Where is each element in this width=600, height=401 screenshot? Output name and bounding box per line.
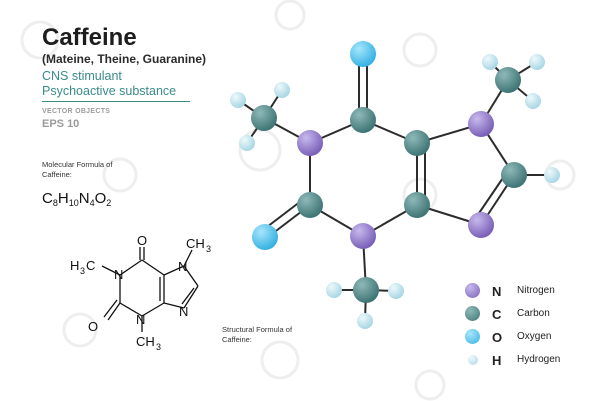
legend-name: Nitrogen xyxy=(517,285,555,296)
atom-hydrogen xyxy=(525,93,541,109)
legend-name: Hydrogen xyxy=(517,354,561,365)
nitrogen-swatch xyxy=(465,283,480,298)
legend-symbol: O xyxy=(492,330,503,345)
struct-h3c-h: H xyxy=(70,258,79,273)
atom-nitrogen xyxy=(297,130,323,156)
atom-carbon xyxy=(404,192,430,218)
oxygen-swatch xyxy=(465,329,480,344)
molecular-formula: C8H10N4O2 xyxy=(42,190,111,208)
formula-oxygen: O2 xyxy=(94,190,112,208)
structural-formula-caption: Structural Formula of Caffeine: xyxy=(222,325,292,345)
vector-objects-label: VECTOR OBJECTS xyxy=(42,108,111,115)
formula-symbol: O xyxy=(94,190,107,207)
formula-symbol: N xyxy=(78,190,90,207)
page-title: Caffeine xyxy=(42,24,137,51)
struct-ch3-top: CH xyxy=(186,236,205,251)
formula-symbol: C xyxy=(42,190,53,207)
formula-subscript: 10 xyxy=(68,198,79,208)
structural-atom-labels: O O N N N N H 3 C CH 3 CH 3 xyxy=(70,233,211,352)
struct-o-top: O xyxy=(137,233,147,248)
atom-hydrogen xyxy=(230,92,246,108)
watermark-shapes xyxy=(20,0,576,401)
formula-nitrogen: N4 xyxy=(78,190,95,208)
struct-n9: N xyxy=(179,304,188,319)
atom-hydrogen xyxy=(239,135,255,151)
atom-carbon xyxy=(501,162,527,188)
atom-hydrogen xyxy=(529,54,545,70)
atom-carbon xyxy=(350,107,376,133)
atom-carbon xyxy=(404,130,430,156)
structural-formula: O O N N N N H 3 C CH 3 CH 3 xyxy=(70,233,211,352)
category-line-2: Psychoactive substance xyxy=(42,84,177,98)
molecular-caption-line-2: Caffeine: xyxy=(42,170,72,179)
struct-h3c-c: C xyxy=(86,258,95,273)
carbon-swatch xyxy=(465,306,480,321)
formula-hydrogen: H10 xyxy=(57,190,79,208)
struct-o-left: O xyxy=(88,319,98,334)
structural-caption-line-2: Caffeine: xyxy=(222,335,252,344)
legend-item-oxygen: O Oxygen xyxy=(465,328,595,346)
formula-subscript: 8 xyxy=(52,198,58,208)
legend-item-nitrogen: N Nitrogen xyxy=(465,282,595,300)
header-divider xyxy=(42,101,190,102)
eps-label: EPS 10 xyxy=(42,118,80,130)
atom-oxygen xyxy=(350,41,376,67)
atom-nitrogen xyxy=(350,223,376,249)
legend-symbol: C xyxy=(492,307,502,322)
atom-nitrogen xyxy=(468,212,494,238)
legend-name: Carbon xyxy=(517,308,550,319)
hydrogen-swatch xyxy=(468,355,478,365)
atom-hydrogen xyxy=(326,282,342,298)
atom-hydrogen xyxy=(274,82,290,98)
formula-subscript: 4 xyxy=(89,198,95,208)
struct-h3c-sub: 3 xyxy=(80,266,85,276)
atom-hydrogen xyxy=(482,54,498,70)
model-atoms xyxy=(230,41,560,329)
atom-oxygen xyxy=(252,224,278,250)
legend-name: Oxygen xyxy=(517,331,552,342)
legend-symbol: H xyxy=(492,353,502,368)
legend-item-hydrogen: H Hydrogen xyxy=(465,351,595,369)
struct-ch3-top-sub: 3 xyxy=(206,244,211,254)
struct-n1: N xyxy=(114,267,123,282)
structural-caption-line-1: Structural Formula of xyxy=(222,325,293,334)
atom-carbon xyxy=(495,67,521,93)
struct-ch3-bottom: CH xyxy=(136,334,155,349)
molecular-formula-caption: Molecular Formula of Caffeine: xyxy=(42,160,112,180)
struct-n3: N xyxy=(136,312,145,327)
formula-subscript: 2 xyxy=(106,198,112,208)
struct-ch3-bottom-sub: 3 xyxy=(156,342,161,352)
atom-hydrogen xyxy=(544,167,560,183)
atom-carbon xyxy=(353,277,379,303)
formula-symbol: H xyxy=(57,190,69,207)
formula-carbon: C8 xyxy=(42,190,58,208)
atom-hydrogen xyxy=(388,283,404,299)
struct-n7: N xyxy=(178,259,187,274)
category-line-1: CNS stimulant xyxy=(42,69,122,83)
atom-carbon xyxy=(297,192,323,218)
legend-symbol: N xyxy=(492,284,502,299)
alt-names: (Mateine, Theine, Guaranine) xyxy=(42,52,207,66)
atom-carbon xyxy=(251,105,277,131)
molecular-caption-line-1: Molecular Formula of xyxy=(42,160,113,169)
structural-bonds xyxy=(101,247,199,332)
legend-item-carbon: C Carbon xyxy=(465,305,595,323)
atom-hydrogen xyxy=(357,313,373,329)
atom-nitrogen xyxy=(468,111,494,137)
